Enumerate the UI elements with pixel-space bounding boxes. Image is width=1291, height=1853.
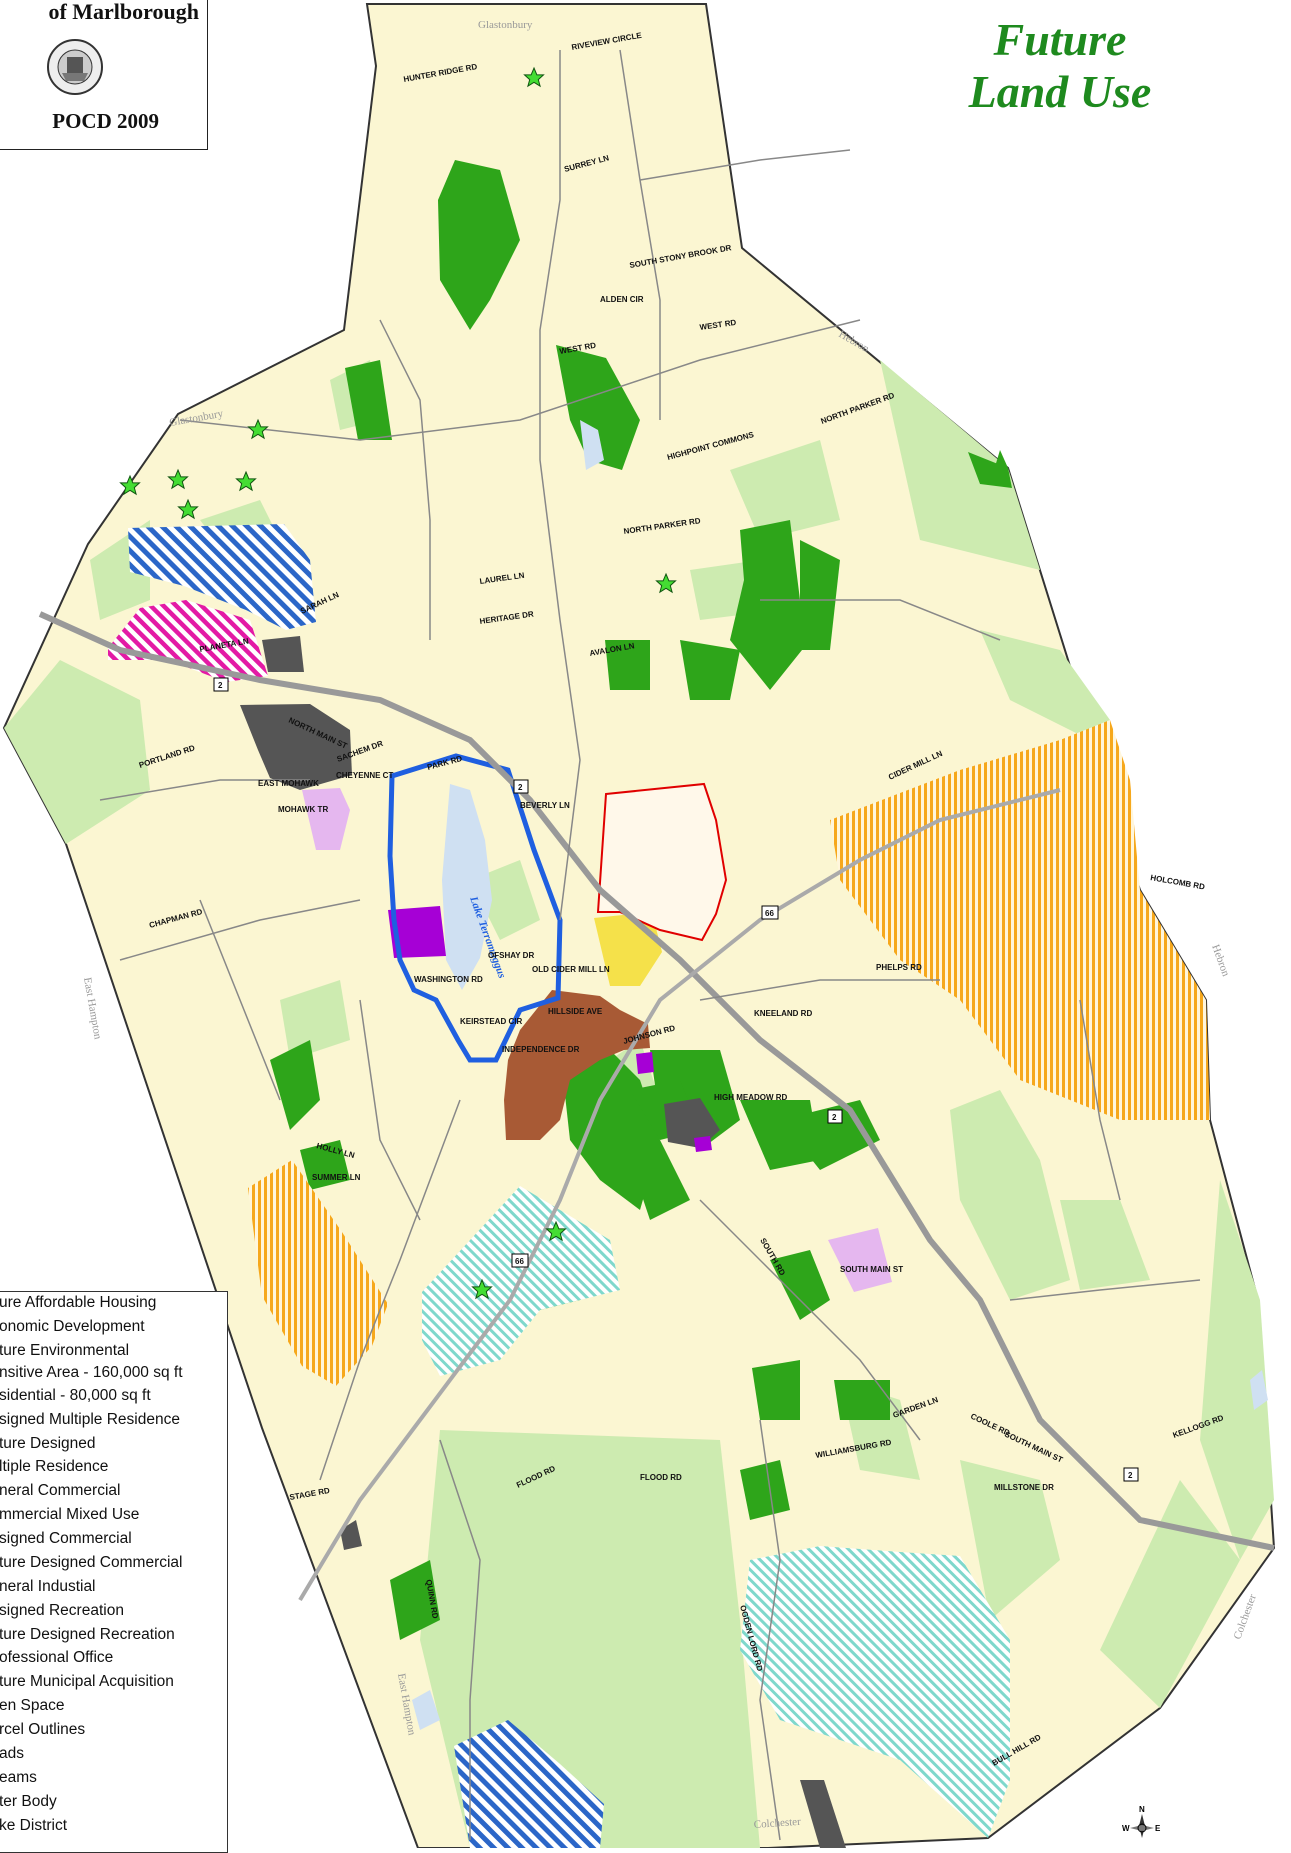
svg-text:OLD CIDER MILL LN: OLD CIDER MILL LN bbox=[532, 965, 610, 974]
town-seal-emblem bbox=[47, 39, 103, 95]
town-label-east-hampton-left: East Hampton bbox=[81, 976, 104, 1040]
compass-rose-icon: N W E bbox=[1122, 1805, 1161, 1838]
svg-text:ALDEN CIR: ALDEN CIR bbox=[600, 295, 644, 304]
map-title-line1: Future bbox=[993, 14, 1127, 65]
svg-text:OFSHAY DR: OFSHAY DR bbox=[488, 951, 534, 960]
legend-item: sidential - 80,000 sq ft bbox=[0, 1387, 151, 1404]
legend-item: onomic Development bbox=[0, 1318, 145, 1335]
town-label-colchester-bottom: Colchester bbox=[753, 1816, 801, 1831]
legend-item: ads bbox=[0, 1745, 24, 1762]
legend-item: ke District bbox=[0, 1817, 68, 1834]
route-66-shield-east: 66 bbox=[765, 909, 774, 918]
svg-text:MILLSTONE DR: MILLSTONE DR bbox=[994, 1483, 1054, 1492]
svg-text:KEIRSTEAD CIR: KEIRSTEAD CIR bbox=[460, 1017, 522, 1026]
legend-item: nsitive Area - 160,000 sq ft bbox=[0, 1364, 183, 1381]
route-2-shield-east: 2 bbox=[1128, 1471, 1133, 1480]
svg-text:INDEPENDENCE DR: INDEPENDENCE DR bbox=[502, 1045, 580, 1054]
town-title: of Marlborough bbox=[48, 0, 199, 24]
legend-item: ltiple Residence bbox=[0, 1458, 109, 1475]
svg-text:BEVERLY LN: BEVERLY LN bbox=[520, 801, 570, 810]
general-commercial-area bbox=[504, 990, 650, 1140]
route-2-shield-west: 2 bbox=[218, 681, 223, 690]
svg-text:HILLSIDE AVE: HILLSIDE AVE bbox=[548, 1007, 603, 1016]
route-66-highway bbox=[298, 788, 1061, 1602]
legend-item: ture Environmental bbox=[0, 1342, 130, 1359]
legend-item: mmercial Mixed Use bbox=[0, 1506, 140, 1523]
compass-e: E bbox=[1155, 1824, 1161, 1833]
affordable-housing-area bbox=[108, 600, 268, 682]
general-industrial-areas bbox=[240, 636, 846, 1848]
legend-item: ure Affordable Housing bbox=[0, 1294, 157, 1311]
legend-item: ture Designed Recreation bbox=[0, 1626, 175, 1643]
svg-text:HOLCOMB RD: HOLCOMB RD bbox=[1150, 873, 1206, 891]
svg-text:EAST MOHAWK: EAST MOHAWK bbox=[258, 779, 319, 788]
legend-item: ofessional Office bbox=[0, 1649, 114, 1666]
route-2-shield-north: 2 bbox=[518, 783, 523, 792]
legend-item: ture Municipal Acquisition bbox=[0, 1673, 174, 1690]
svg-text:CHEYENNE CT: CHEYENNE CT bbox=[336, 771, 393, 780]
town-label-hebron-right: Hebron bbox=[1209, 943, 1232, 979]
title-box: of Marlborough POCD 2009 bbox=[0, 0, 208, 150]
future-environmental-area-east bbox=[830, 720, 1210, 1120]
legend-item: en Space bbox=[0, 1697, 65, 1714]
municipal-acquisition-outline bbox=[596, 782, 728, 942]
svg-text:FLOOD RD: FLOOD RD bbox=[640, 1473, 682, 1482]
legend-item: ture Designed bbox=[0, 1435, 96, 1452]
future-environmental-area-west bbox=[248, 1160, 388, 1386]
svg-text:HIGH MEADOW RD: HIGH MEADOW RD bbox=[714, 1093, 788, 1102]
svg-text:WASHINGTON RD: WASHINGTON RD bbox=[414, 975, 483, 984]
legend-item: signed Recreation bbox=[0, 1602, 124, 1619]
svg-text:KNEELAND RD: KNEELAND RD bbox=[754, 1009, 812, 1018]
route-2-shield-center: 2 bbox=[832, 1113, 837, 1122]
economic-development-area bbox=[128, 524, 316, 630]
legend-item: rcel Outlines bbox=[0, 1721, 86, 1738]
route-2-highway bbox=[38, 611, 1275, 1551]
economic-development-area-south bbox=[454, 1720, 604, 1848]
legend-item: signed Commercial bbox=[0, 1530, 132, 1547]
pocd-label: POCD 2009 bbox=[52, 109, 159, 133]
future-recreation-area-south bbox=[740, 1546, 1010, 1838]
legend-item: signed Multiple Residence bbox=[0, 1411, 180, 1428]
legend-item: ture Designed Commercial bbox=[0, 1554, 183, 1571]
map-title-line2: Land Use bbox=[968, 66, 1152, 117]
compass-n: N bbox=[1139, 1805, 1145, 1814]
route-66-shield-west: 66 bbox=[515, 1257, 524, 1266]
professional-office-areas bbox=[302, 788, 892, 1292]
local-roads bbox=[99, 49, 1201, 1841]
compass-w: W bbox=[1122, 1824, 1130, 1833]
legend-item: eams bbox=[0, 1769, 37, 1786]
legend-item: ter Body bbox=[0, 1793, 57, 1810]
designed-commercial-areas bbox=[388, 906, 712, 1152]
legend-item: neral Commercial bbox=[0, 1482, 121, 1499]
legend-item: neral Industial bbox=[0, 1578, 96, 1595]
town-label-glastonbury-top: Glastonbury bbox=[478, 19, 533, 31]
lake-district-boundary bbox=[387, 753, 563, 1063]
star-markers bbox=[119, 66, 677, 1300]
map-title: Future Land Use bbox=[930, 14, 1190, 118]
legend: ure Affordable Housing onomic Developmen… bbox=[0, 1291, 228, 1853]
svg-text:PHELPS RD: PHELPS RD bbox=[876, 963, 922, 972]
svg-text:SUMMER LN: SUMMER LN bbox=[312, 1173, 361, 1182]
svg-text:MOHAWK TR: MOHAWK TR bbox=[278, 805, 328, 814]
svg-text:SOUTH MAIN ST: SOUTH MAIN ST bbox=[840, 1265, 903, 1274]
